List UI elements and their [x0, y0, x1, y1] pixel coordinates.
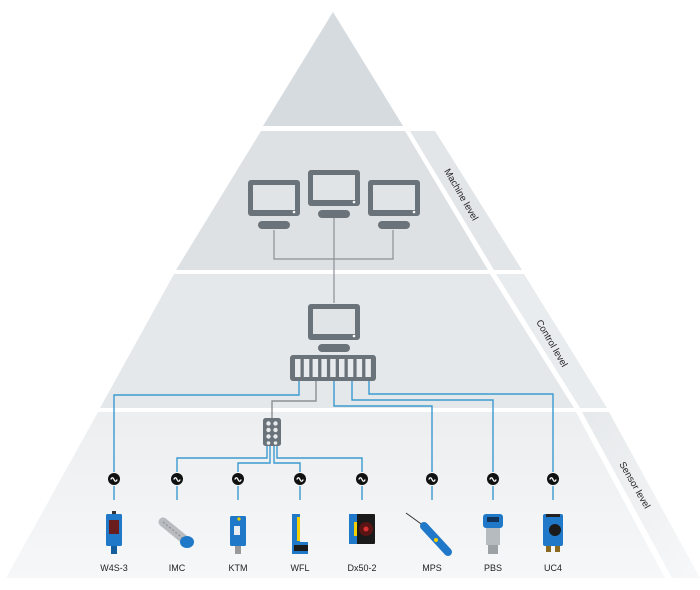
level-band-sensor	[582, 412, 700, 578]
control-pc	[308, 304, 360, 352]
workstation-left	[248, 180, 300, 229]
sensor-mps: MPS	[405, 473, 452, 573]
sensor-label: IMC	[169, 563, 186, 573]
connector-icon	[547, 473, 559, 485]
sensor-device-icon	[158, 517, 194, 548]
sensor-label: MPS	[422, 563, 442, 573]
sensor-pbs: PBS	[483, 473, 503, 573]
plc-slot	[312, 359, 319, 377]
connector-icon	[232, 473, 244, 485]
plc-slot	[356, 359, 363, 377]
link-pbs	[351, 381, 494, 472]
pyramid	[6, 12, 700, 578]
level-band-control	[496, 274, 607, 408]
connector-icon	[426, 473, 438, 485]
pyramid-tier-top	[263, 12, 403, 126]
level-band-machine	[410, 131, 522, 270]
pyramid-tier-control	[100, 274, 574, 408]
workstation-right	[368, 180, 420, 229]
sensor-device-icon	[292, 514, 308, 554]
sensor-row: W4S-3 IMC KTM WFL Dx50-2 MPS PBS UC4	[100, 473, 563, 573]
plc-slot	[365, 359, 371, 377]
connector-icon	[294, 473, 306, 485]
plc-slot	[303, 359, 310, 377]
sensor-imc: IMC	[158, 473, 194, 573]
link-mps	[333, 381, 433, 472]
sensor-label: PBS	[484, 563, 502, 573]
sensor-device-icon	[483, 514, 503, 554]
sensor-ktm: KTM	[229, 473, 248, 573]
sensor-wfl: WFL	[291, 473, 310, 573]
sensor-w4s-3: W4S-3	[100, 473, 128, 573]
plc-slot	[295, 359, 301, 377]
sensor-dx50-2: Dx50-2	[347, 473, 377, 573]
sensor-device-icon	[349, 514, 375, 544]
fieldbus-links	[113, 381, 554, 472]
sensor-label: Dx50-2	[347, 563, 376, 573]
sensor-label: W4S-3	[100, 563, 128, 573]
io-junction-box	[263, 418, 281, 446]
hub-links	[176, 446, 363, 472]
workstation-center	[308, 170, 360, 218]
sensor-label: KTM	[229, 563, 248, 573]
connector-icon	[356, 473, 368, 485]
connector-icon	[171, 473, 183, 485]
plc-slot	[347, 359, 354, 377]
pyramid-tier-sensor	[6, 412, 665, 578]
sensor-label: WFL	[291, 563, 310, 573]
sensor-label: UC4	[544, 563, 562, 573]
plc-slot	[330, 359, 336, 377]
link-dx50	[276, 446, 363, 472]
plc-slot	[321, 359, 327, 377]
connector-icon	[108, 473, 120, 485]
sensor-device-icon	[543, 514, 563, 552]
machine-links	[273, 218, 394, 303]
link-uc4	[368, 381, 554, 472]
link-w4s3	[113, 381, 300, 472]
sensor-uc4: UC4	[543, 473, 563, 573]
link-hub	[271, 381, 317, 418]
link-ktm	[237, 446, 271, 472]
link-imc	[176, 446, 268, 472]
plc-module	[290, 355, 376, 381]
sensor-device-icon	[405, 512, 452, 556]
plc-slot	[339, 359, 345, 377]
sensor-device-icon	[230, 516, 246, 554]
sensor-device-icon	[106, 511, 122, 554]
connector-icon	[487, 473, 499, 485]
link-wfl	[273, 446, 301, 472]
